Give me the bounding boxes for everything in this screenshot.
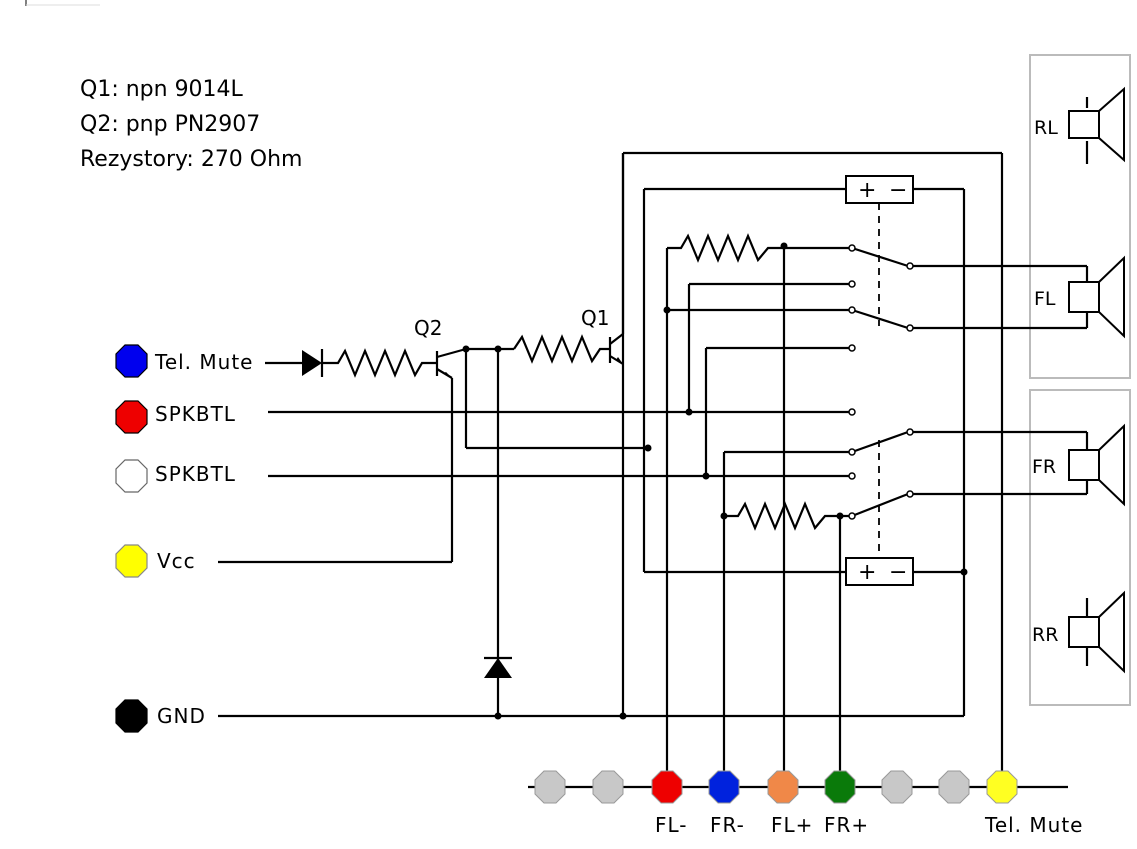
connector-pin-fl-plus: FL+ bbox=[767, 770, 813, 837]
q1-label: Q1 bbox=[581, 306, 609, 330]
diode-input-icon bbox=[302, 350, 322, 376]
q1-drive bbox=[466, 334, 610, 716]
connector-pin-tel-mute-label: Tel. Mute bbox=[984, 813, 1083, 837]
connector-pin-7 bbox=[881, 770, 913, 804]
coil-minus: − bbox=[889, 560, 907, 585]
connector-pin-fr-minus: FR- bbox=[708, 770, 745, 837]
input-vcc-icon bbox=[115, 544, 148, 578]
speaker-rr-label: RR bbox=[1032, 624, 1058, 646]
transistor-q2-icon bbox=[435, 347, 648, 562]
connector-pin-fr-plus-label: FR+ bbox=[824, 813, 869, 837]
connector-pin-tel-mute-icon bbox=[986, 770, 1018, 804]
connector-pin-fl-minus-icon bbox=[651, 770, 683, 804]
connector-pin-fl-plus-icon bbox=[767, 770, 799, 804]
relay-coil-bottom: + − bbox=[845, 440, 914, 586]
connector-pin-7-icon bbox=[881, 770, 913, 804]
speaker-rr-icon: RR bbox=[1032, 590, 1125, 674]
speaker-fl-label: FL bbox=[1034, 288, 1056, 310]
input-vcc-label: Vcc bbox=[157, 549, 196, 573]
note-resistors: Rezystory: 270 Ohm bbox=[80, 147, 303, 172]
input-spkbtl-red: SPKBTL bbox=[115, 400, 236, 434]
coil-plus: + bbox=[858, 178, 876, 203]
q2-label: Q2 bbox=[414, 316, 442, 340]
speaker-rl-icon: RL bbox=[1034, 86, 1125, 164]
connector-pin-fr-plus: FR+ bbox=[824, 770, 869, 837]
speaker-fr-label: FR bbox=[1032, 456, 1056, 478]
speaker-rl-label: RL bbox=[1034, 117, 1058, 139]
connector-pin-1-icon bbox=[534, 770, 566, 804]
input-spkbtl-white-icon bbox=[115, 459, 148, 493]
coil-minus: − bbox=[889, 178, 907, 203]
relay-bottom-contacts bbox=[268, 408, 1087, 787]
input-spkbtl-red-label: SPKBTL bbox=[155, 402, 236, 426]
input-spkbtl-white-label: SPKBTL bbox=[155, 462, 236, 486]
tel-mute-path bbox=[265, 348, 436, 378]
speaker-box-rear-front-left bbox=[1029, 54, 1131, 379]
connector-pin-fl-minus-label: FL- bbox=[655, 813, 688, 837]
speaker-box-right bbox=[1029, 389, 1131, 706]
note-q1: Q1: npn 9014L bbox=[80, 77, 243, 102]
connector-pin-fl-minus: FL- bbox=[651, 770, 688, 837]
diode-gnd-icon bbox=[484, 658, 512, 678]
coil-plus: + bbox=[858, 560, 876, 585]
input-spkbtl-white: SPKBTL bbox=[115, 459, 236, 493]
input-gnd-label: GND bbox=[157, 704, 206, 728]
relay-top-contacts bbox=[665, 233, 1087, 787]
connector-pin-2 bbox=[592, 770, 624, 804]
connector-pin-1 bbox=[534, 770, 566, 804]
connector-pin-fr-minus-icon bbox=[708, 770, 740, 804]
input-spkbtl-red-icon bbox=[115, 400, 148, 434]
connector-pin-fl-plus-label: FL+ bbox=[771, 813, 813, 837]
speaker-fl-icon: FL bbox=[1034, 255, 1125, 339]
connector-pin-2-icon bbox=[592, 770, 624, 804]
relay-coil-top: + − bbox=[845, 175, 914, 326]
connector-pin-fr-plus-icon bbox=[824, 770, 856, 804]
main-box bbox=[621, 151, 1004, 787]
input-tel-mute: Tel. Mute bbox=[115, 344, 253, 378]
connector-pin-fr-minus-label: FR- bbox=[710, 813, 745, 837]
input-tel-mute-label: Tel. Mute bbox=[154, 350, 253, 374]
junctions bbox=[462, 242, 968, 720]
notes: Q1: npn 9014L Q2: pnp PN2907 Rezystory: … bbox=[80, 72, 303, 177]
input-gnd: GND bbox=[115, 699, 206, 733]
connector-pin-8-icon bbox=[938, 770, 970, 804]
transistor-q1-icon bbox=[608, 153, 625, 365]
input-gnd-icon bbox=[115, 699, 148, 733]
input-tel-mute-icon bbox=[115, 344, 148, 378]
speaker-fr-icon: FR bbox=[1032, 423, 1125, 507]
note-q2: Q2: pnp PN2907 bbox=[80, 112, 261, 137]
input-vcc: Vcc bbox=[115, 544, 196, 578]
connector-pin-tel-mute: Tel. Mute bbox=[984, 770, 1083, 837]
connector-pin-8 bbox=[938, 770, 970, 804]
